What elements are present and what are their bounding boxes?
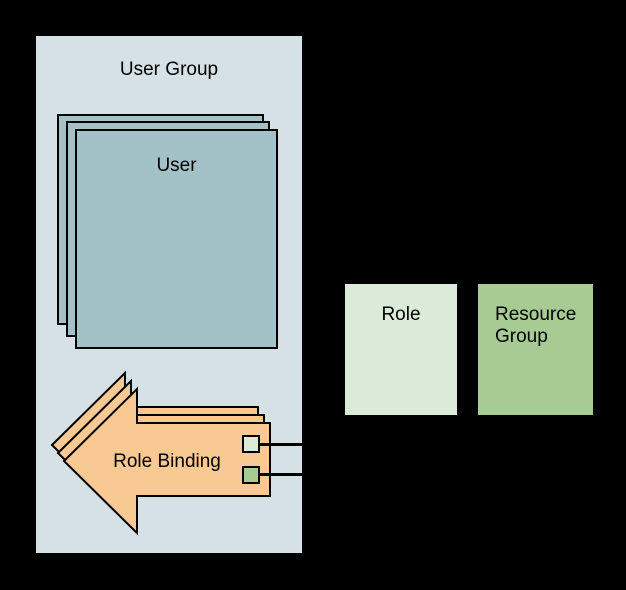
role-connector-line — [259, 443, 302, 446]
resource-group-port-swatch — [242, 466, 260, 484]
role-label: Role — [381, 304, 421, 325]
resource-group-box: Resource Group — [478, 284, 593, 415]
role-binding-arrow-front — [62, 386, 271, 536]
user-group-label: User Group — [119, 59, 219, 80]
role-binding-label: Role Binding — [113, 451, 221, 472]
user-label: User — [156, 155, 197, 176]
user-square-front — [75, 129, 278, 349]
role-port-swatch — [242, 435, 260, 453]
resource-group-connector-line — [259, 473, 302, 476]
resource-group-label: Resource Group — [495, 304, 577, 347]
role-box: Role — [345, 284, 457, 415]
